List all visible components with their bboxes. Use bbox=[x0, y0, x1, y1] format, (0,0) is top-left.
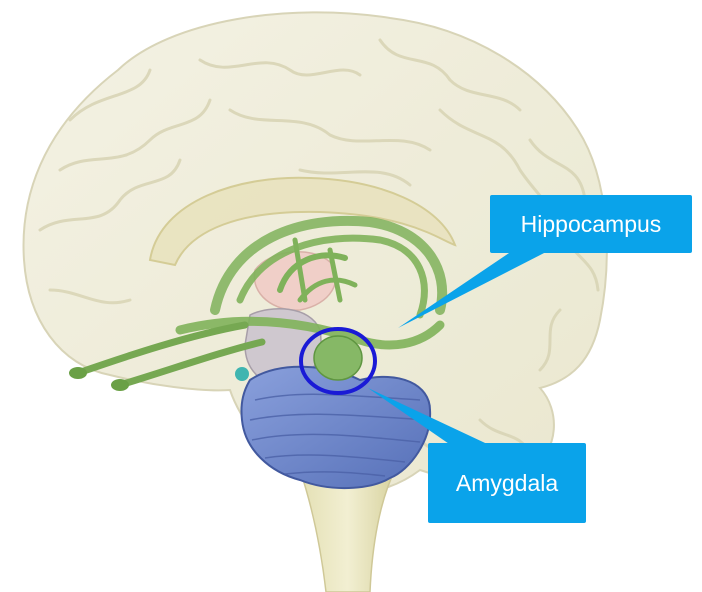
amygdala-label: Amygdala bbox=[428, 443, 586, 523]
cerebellum bbox=[241, 367, 430, 488]
olfactory-bulb-2 bbox=[111, 379, 129, 391]
hippocampus-label: Hippocampus bbox=[490, 195, 692, 253]
amygdala bbox=[314, 336, 362, 380]
olfactory-bulb-1 bbox=[69, 367, 87, 379]
pituitary bbox=[235, 367, 249, 381]
